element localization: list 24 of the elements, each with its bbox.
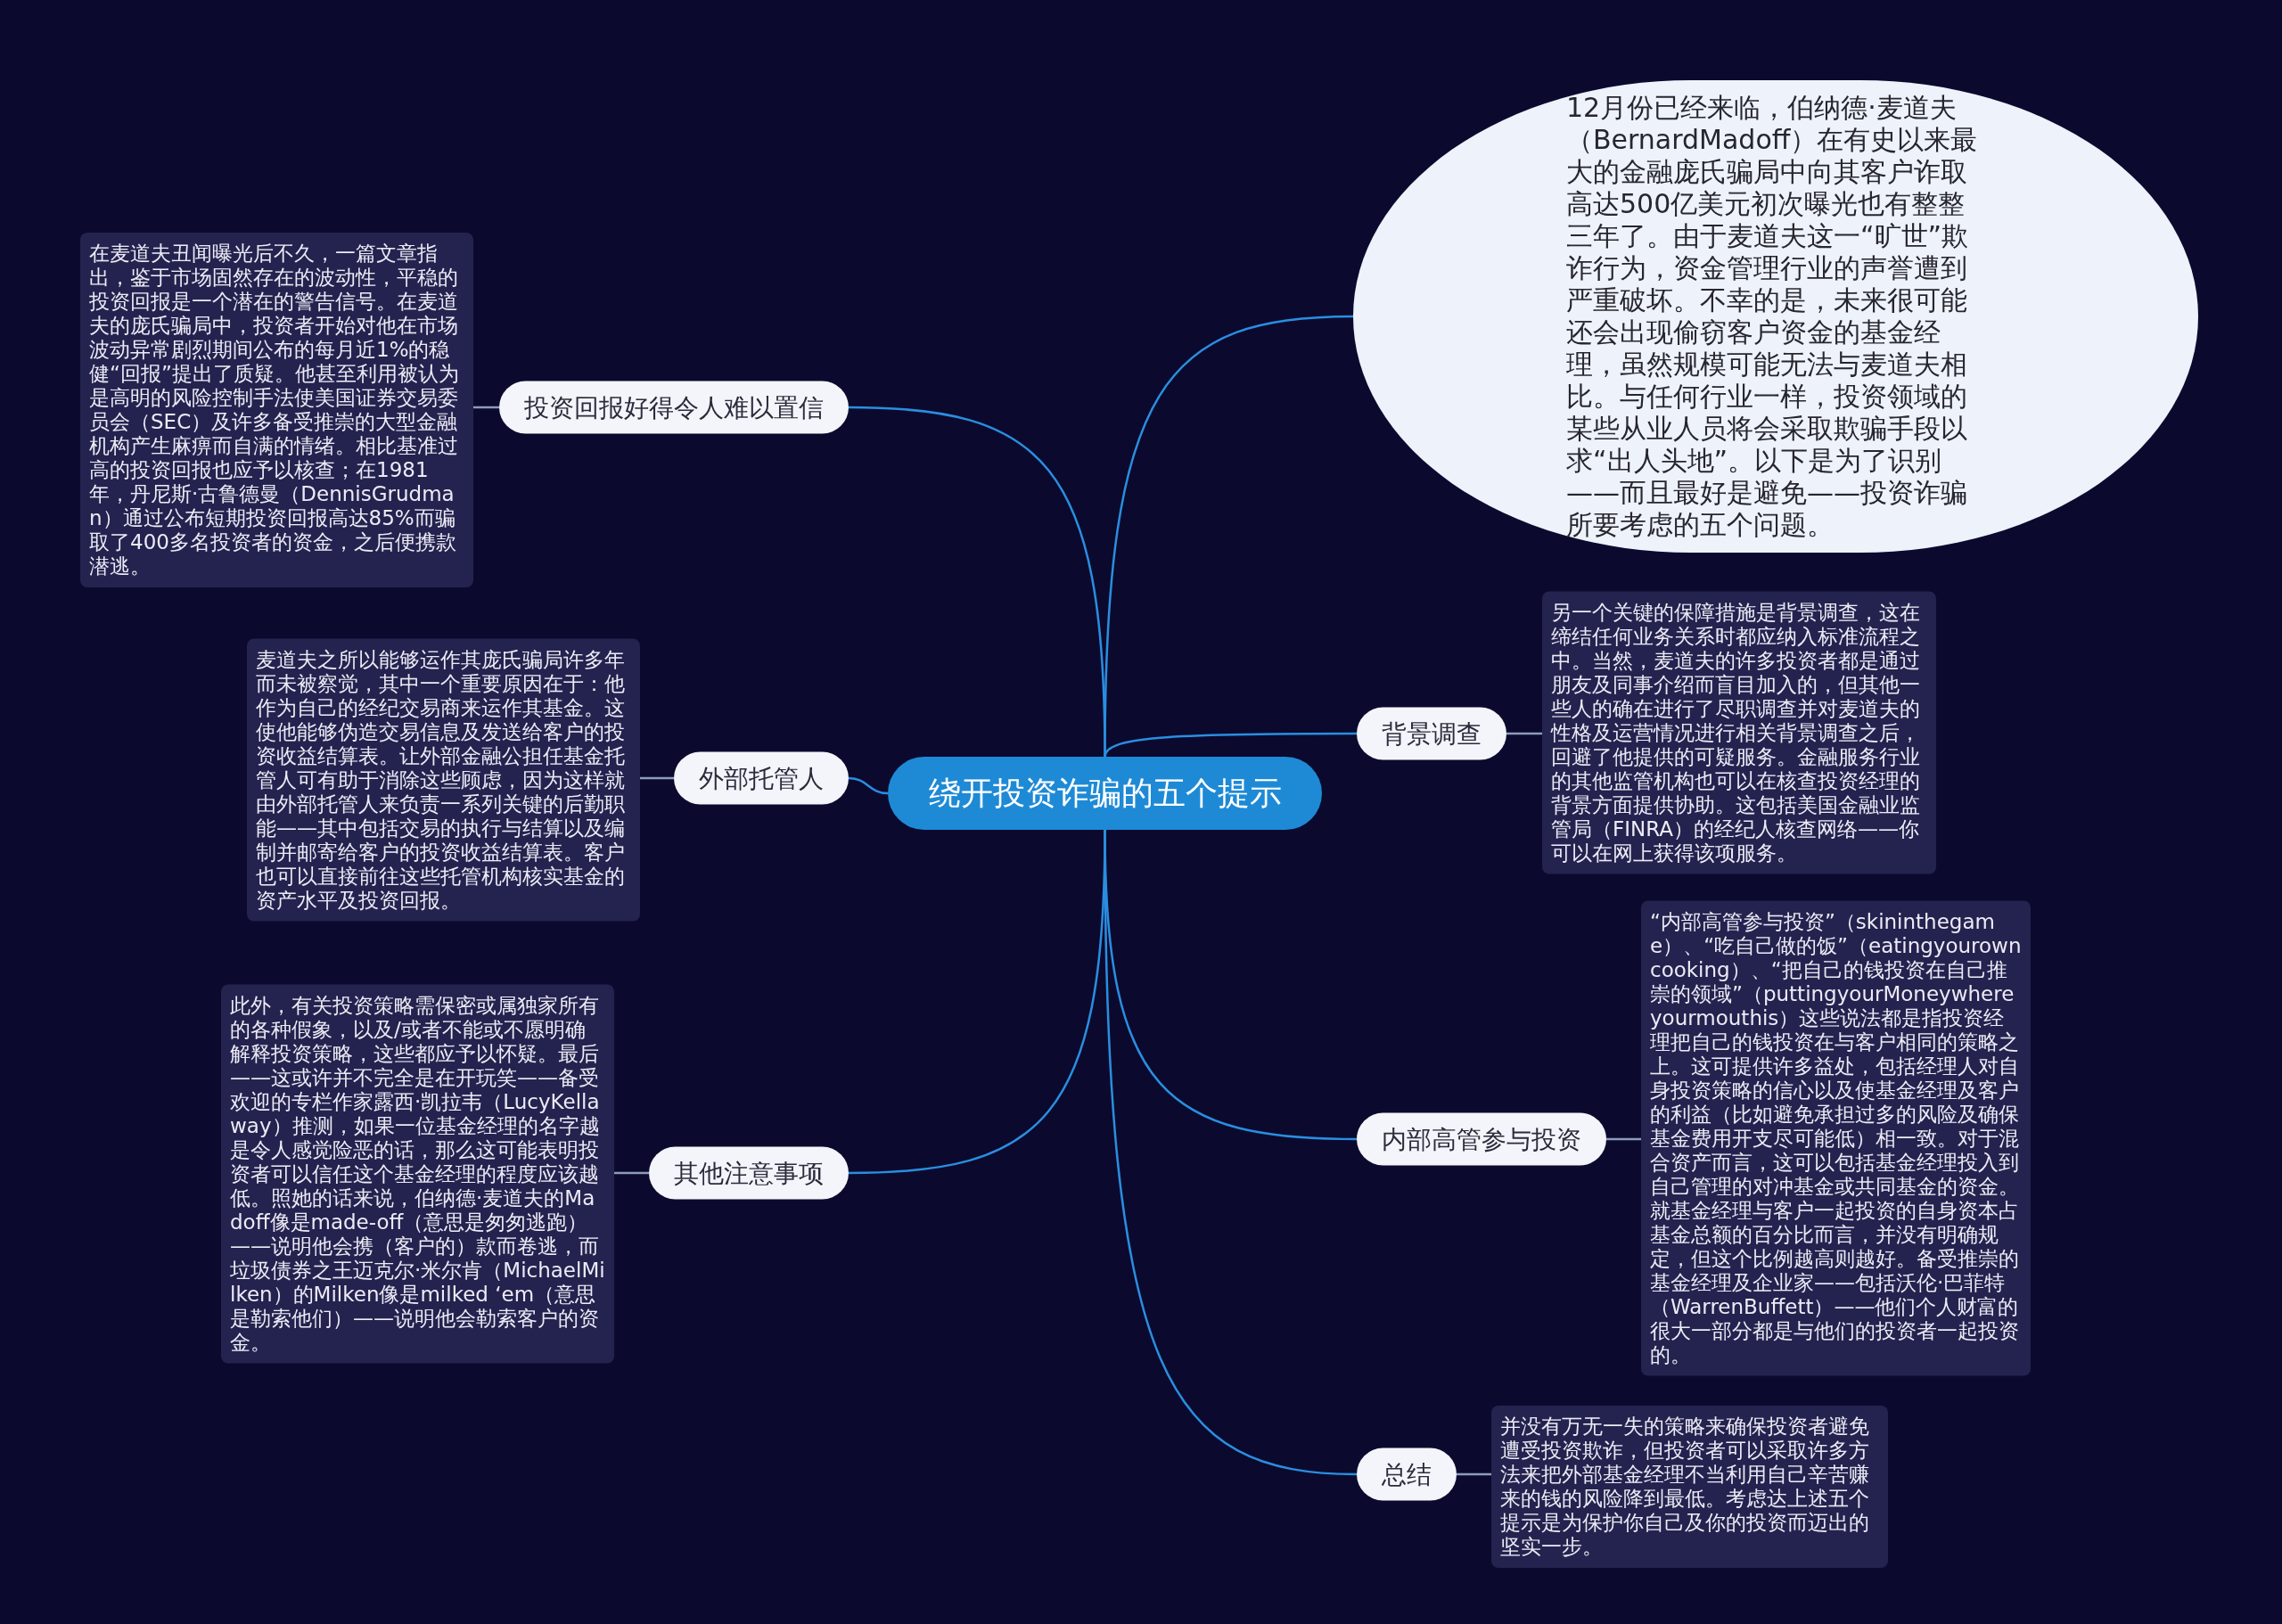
connector-line	[473, 406, 499, 409]
topic-pill: 其他注意事项	[649, 1146, 849, 1200]
topic-pill: 总结	[1357, 1448, 1457, 1501]
note-card: 另一个关键的保障措施是背景调查，这在缔结任何业务关系时都应纳入标准流程之中。当然，麦道夫的许多投资者都是通过朋友及同事介绍而盲目加入的，但其他一些人的确在进行了尽职调查并对麦道夫的性格及运营情况进行相关背景调查之后，回避了他提供的可疑服务。金融服务行业的其他监管机构也可以在核查投资经理的背景方面提供协助。这包括美国金融业监管局（FINRA）的经纪人核查网络——你可以在网上获得该项服务。	[1542, 591, 1936, 874]
connector-line	[1606, 1137, 1641, 1141]
topic-pill: 外部托管人	[674, 751, 849, 805]
note-card: “内部高管参与投资”（skininthegame）、“吃自己做的饭”（eatingyourowncooking）、“把自己的钱投资在自己推崇的领域”（puttingyourMoneywhereyourmouthis）这些说法都是指投资经理把自己的钱投资在与客户相同的策略之上。这可提供许多益处，包括经理人对自身投资策略的信心以及使基金经理及客户的利益（比如避免承担过多的风险及确保基金费用开支尽可能低）相一致。对于混合资产而言，这可以包括基金经理投入到自己管理的对冲基金或共同基金的资金。就基金经理与客户一起投资的自身资本占基金总额的百分比而言，并没有明确规定，但这个比例越高则越好。备受推崇的基金经理及企业家——包括沃伦·巴菲特（WarrenBuffett）——他们个人财富的很大一部分都是与他们的投资者一起投资的。	[1641, 900, 2031, 1376]
note-card: 麦道夫之所以能够运作其庞氏骗局许多年而未被察觉，其中一个重要原因在于：他作为自己的经纪交易商来运作其基金。这使他能够伪造交易信息及发送给客户的投资收益结算表。让外部金融公担任基金托管人可有助于消除这些顾虑，因为这样就由外部托管人来负责一系列关键的后勤职能——其中包括交易的执行与结算以及编制并邮寄给客户的投资收益结算表。客户也可以直接前往这些托管机构核实基金的资产水平及投资回报。	[247, 638, 640, 922]
connector-line	[1506, 732, 1542, 735]
topic-pill: 投资回报好得令人难以置信	[499, 381, 849, 434]
topic-pill: 内部高管参与投资	[1357, 1112, 1606, 1166]
topic-pill: 背景调查	[1357, 707, 1506, 760]
connector-line	[1457, 1472, 1491, 1476]
connector-line	[1104, 732, 1357, 758]
note-card: 此外，有关投资策略需保密或属独家所有的各种假象，以及/或者不能或不愿明确解释投资策略，这些都应予以怀疑。最后——这或许并不完全是在开玩笑——备受欢迎的专栏作家露西·凯拉韦（LucyKellaway）推测，如果一位基金经理的名字越是令人感觉险恶的话，那么这可能表明投资者可以信任这个基金经理的程度应该越低。照她的话来说，伯纳德·麦道夫的Madoff像是made-off（意思是匆匆逃跑）——说明他会携（客户的）款而卷逃，而垃圾债券之王迈克尔·米尔肯（MichaelMilken）的Milken像是milked ‘em（意思是勒索他们）——说明他会勒索客户的资金。	[221, 984, 614, 1364]
note-card: 在麦道夫丑闻曝光后不久，一篇文章指出，鉴于市场固然存在的波动性，平稳的投资回报是一个潜在的警告信号。在麦道夫的庞氏骗局中，投资者开始对他在市场波动异常剧烈期间公布的每月近1%的稳健“回报”提出了质疑。他甚至利用被认为是高明的风险控制手法使美国证券交易委员会（SEC）及许多备受推崇的大型金融机构产生麻痹而自满的情绪。相比基准过高的投资回报也应予以核查；在1981年，丹尼斯·古鲁德曼（DennisGrudman）通过公布短期投资回报高达85%而骗取了400多名投资者的资金，之后便携款潜逃。	[80, 233, 473, 587]
connector-line	[848, 776, 889, 795]
connector-line	[1104, 315, 1354, 757]
connector-line	[614, 1171, 649, 1175]
connector-line	[640, 776, 674, 780]
note-card: 并没有万无一失的策略来确保投资者避免遭受投资欺诈，但投资者可以采取许多方法来把外部基金经理不当利用自己辛苦赚来的钱的风险降到最低。考虑达上述五个提示是为保护你自己及你的投资而迈出的坚实一步。	[1491, 1406, 1888, 1568]
intro-text: 12月份已经来临，伯纳德·麦道夫（BernardMadoff）在有史以来最大的金融庞氏骗局中向其客户诈取高达500亿美元初次曝光也有整整三年了。由于麦道夫这一“旷世”欺诈行为，资金管理行业的声誉遭到严重破坏。不幸的是，未来很可能还会出现偷窃客户资金的基金经理，虽然规模可能无法与麦道夫相比。与任何行业一样，投资领域的某些从业人员将会采取欺骗手段以求“出人头地”。以下是为了识别——而且最好是避免——投资诈骗所要考虑的五个问题。	[1566, 92, 1979, 541]
central-topic: 绕开投资诈骗的五个提示	[888, 757, 1322, 830]
connector-line	[1104, 830, 1358, 1476]
